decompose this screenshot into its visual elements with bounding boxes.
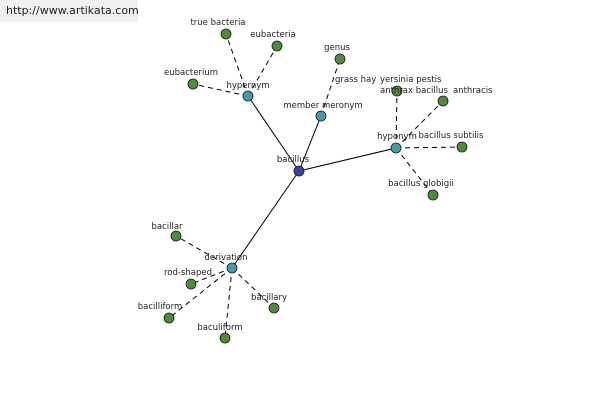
- edges-layer: [168, 33, 463, 339]
- term-label-true-bacteria: true bacteria: [190, 18, 245, 28]
- term-node-grass-hay[interactable]: [391, 85, 403, 97]
- term-node-genus[interactable]: [334, 53, 346, 65]
- edge-derivation-bacilliform: [168, 267, 233, 319]
- edge-member-meronym-genus: [320, 58, 341, 117]
- term-label-rod-shaped: rod-shaped: [164, 268, 212, 278]
- edge-hyponym-bacillus-globigii: [395, 147, 434, 196]
- term-label-yersinia-pestis: yersinia pestis: [380, 75, 442, 85]
- labels-layer: bacillus hypernym true bacteria eubacteria e…: [138, 18, 493, 333]
- term-node-bacillus-subtilis[interactable]: [456, 141, 468, 153]
- edge-derivation-bacillary: [231, 267, 275, 309]
- edge-derivation-baculiform: [224, 267, 233, 339]
- term-label-genus: genus: [324, 43, 350, 53]
- edge-hyponym-bacillus-subtilis: [395, 146, 463, 149]
- term-node-bacillar[interactable]: [170, 230, 182, 242]
- edge-hypernym-eubacteria: [247, 45, 278, 97]
- term-label-bacilliform: bacilliform: [138, 302, 183, 312]
- edge-center-hyponym: [298, 147, 397, 172]
- center-node-label: bacillus: [277, 155, 310, 165]
- term-node-baculiform[interactable]: [219, 332, 231, 344]
- term-node-bacillary[interactable]: [268, 302, 280, 314]
- edge-center-derivation: [231, 170, 300, 269]
- term-label-anthrax-bacillus: anthrax bacillus: [380, 86, 449, 96]
- term-node-eubacterium[interactable]: [187, 78, 199, 90]
- term-node-bacillus-globigii[interactable]: [427, 189, 439, 201]
- term-label-bacillus-subtilis: bacillus subtilis: [419, 131, 485, 141]
- relation-node-hyponym[interactable]: [390, 142, 402, 154]
- term-label-eubacterium: eubacterium: [164, 68, 218, 78]
- term-label-bacillary: bacillary: [251, 293, 287, 303]
- edge-hypernym-eubacterium: [192, 83, 249, 97]
- edge-hypernym-true-bacteria: [225, 33, 249, 97]
- edge-derivation-rod-shaped: [190, 267, 233, 285]
- edge-hyponym-anthrax-bacillus: [395, 100, 444, 149]
- term-label-grass-hay: grass hay: [335, 75, 376, 85]
- edge-hyponym-grass-hay: [395, 90, 398, 149]
- term-label-bacillus-globigii: bacillus globigii: [388, 179, 454, 189]
- relation-node-member-meronym[interactable]: [315, 110, 327, 122]
- term-node-eubacteria[interactable]: [271, 40, 283, 52]
- edge-center-hypernym: [247, 95, 300, 172]
- nodes-layer: [163, 28, 468, 344]
- relation-label-hyponym: hyponym: [377, 132, 417, 142]
- term-node-anthrax-bacillus[interactable]: [437, 95, 449, 107]
- relation-label-derivation: derivation: [204, 253, 247, 263]
- center-node-bacillus[interactable]: [293, 165, 305, 177]
- relation-label-hypernym: hypernym: [226, 81, 269, 91]
- edge-center-member-meronym: [298, 115, 322, 172]
- term-label-anthracis: anthracis: [453, 86, 493, 96]
- term-label-baculiform: baculiform: [197, 323, 242, 333]
- term-node-rod-shaped[interactable]: [185, 278, 197, 290]
- relation-label-member-meronym: member meronym: [283, 101, 362, 111]
- term-label-bacillar: bacillar: [151, 222, 183, 232]
- relation-node-derivation[interactable]: [226, 262, 238, 274]
- term-node-true-bacteria[interactable]: [220, 28, 232, 40]
- source-url-banner[interactable]: http://www.artikata.com: [0, 0, 139, 22]
- relation-node-hypernym[interactable]: [242, 90, 254, 102]
- term-label-eubacteria: eubacteria: [250, 30, 296, 40]
- term-node-bacilliform[interactable]: [163, 312, 175, 324]
- edge-derivation-bacillar: [175, 235, 233, 269]
